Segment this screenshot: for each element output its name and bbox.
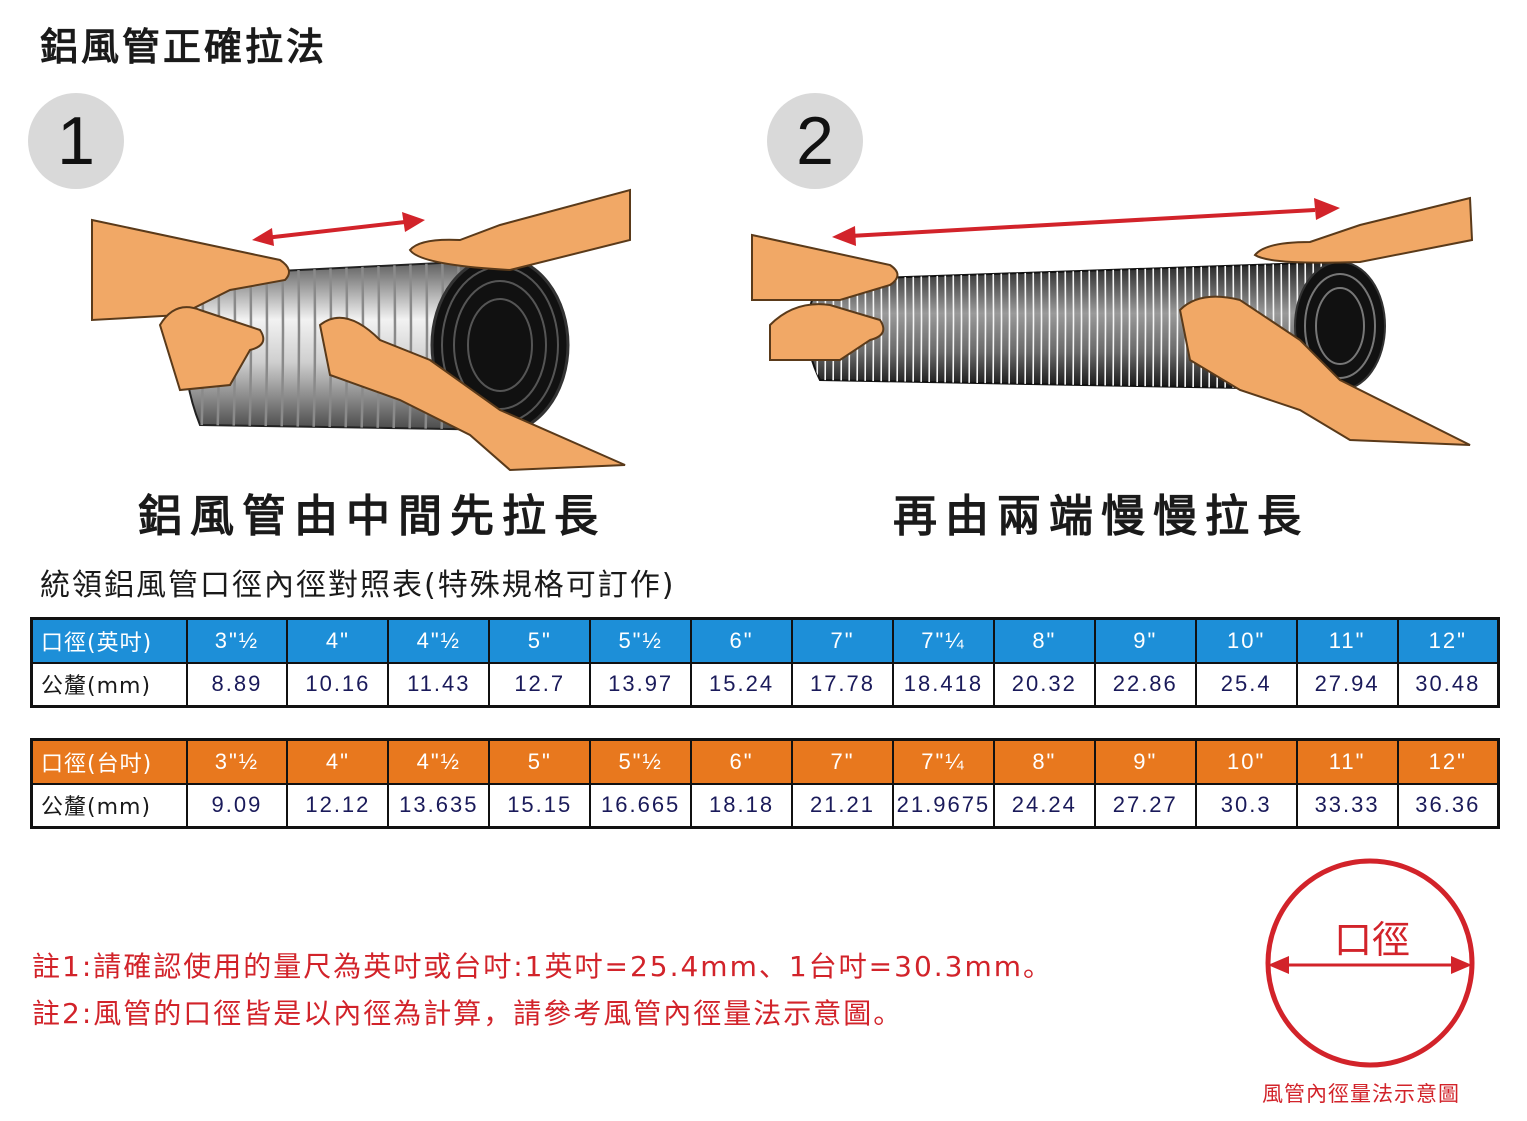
mm-cell: 18.18 (690, 782, 794, 829)
size-cell: 6" (690, 738, 794, 785)
mm-cell: 11.43 (387, 661, 491, 708)
step-2-badge: 2 (767, 93, 863, 189)
mm-cell: 12.12 (286, 782, 390, 829)
size-cell: 8" (992, 738, 1096, 785)
mm-cell: 13.97 (589, 661, 693, 708)
size-cell: 5"½ (589, 738, 693, 785)
mm-cell: 18.418 (891, 661, 995, 708)
mm-cell: 22.86 (1093, 661, 1197, 708)
size-cell: 12" (1396, 617, 1500, 664)
step-1-illustration (91, 188, 631, 472)
inch-mm-label: 公釐(mm) (30, 661, 188, 708)
size-cell: 4" (286, 738, 390, 785)
size-cell: 5"½ (589, 617, 693, 664)
size-cell: 9" (1093, 738, 1197, 785)
mm-cell: 25.4 (1194, 661, 1298, 708)
page-title: 鋁風管正確拉法 (40, 25, 328, 69)
mm-cell: 21.21 (791, 782, 894, 829)
mm-cell: 9.09 (185, 782, 289, 829)
size-cell: 6" (690, 617, 794, 664)
size-cell: 10" (1194, 738, 1298, 785)
mm-cell: 27.94 (1295, 661, 1399, 708)
mm-cell: 13.635 (387, 782, 491, 829)
size-cell: 9" (1093, 617, 1197, 664)
mm-cell: 16.665 (589, 782, 693, 829)
inner-diameter-diagram: 口徑 (1265, 858, 1475, 1068)
mm-cell: 10.16 (286, 661, 390, 708)
mm-cell: 30.3 (1194, 782, 1298, 829)
mm-cell: 8.89 (185, 661, 289, 708)
size-cell: 8" (992, 617, 1096, 664)
mm-cell: 30.48 (1396, 661, 1500, 708)
size-cell: 3"½ (185, 738, 289, 785)
size-cell: 7" (791, 738, 894, 785)
step-2-caption: 再由兩端慢慢拉長 (893, 491, 1309, 542)
step-1-caption: 鋁風管由中間先拉長 (138, 491, 606, 542)
table-title: 統領鋁風管口徑內徑對照表(特殊規格可訂作) (40, 568, 676, 603)
size-cell: 4" (286, 617, 390, 664)
tai-mm-label: 公釐(mm) (30, 782, 188, 829)
note-1: 註1:請確認使用的量尺為英吋或台吋:1英吋=25.4mm、1台吋=30.3mm。 (32, 950, 1054, 983)
mm-cell: 27.27 (1093, 782, 1197, 829)
size-cell: 7" (791, 617, 894, 664)
size-cell: 11" (1295, 617, 1399, 664)
diagram-label: 口徑 (1334, 918, 1410, 962)
mm-cell: 12.7 (488, 661, 592, 708)
step-1-badge: 1 (28, 93, 124, 189)
diagram-caption: 風管內徑量法示意圖 (1262, 1082, 1460, 1106)
size-cell: 12" (1396, 738, 1500, 785)
size-cell: 3"½ (185, 617, 289, 664)
tai-header-label: 口徑(台吋) (30, 738, 188, 785)
size-cell: 5" (488, 738, 592, 785)
size-cell: 4"½ (387, 617, 491, 664)
mm-cell: 33.33 (1295, 782, 1399, 829)
mm-cell: 15.24 (690, 661, 794, 708)
inch-header-label: 口徑(英吋) (30, 617, 188, 664)
size-cell: 11" (1295, 738, 1399, 785)
mm-cell: 21.9675 (891, 782, 995, 829)
step-2-illustration (751, 196, 1474, 446)
mm-cell: 17.78 (791, 661, 894, 708)
size-cell: 7"¼ (891, 738, 995, 785)
note-2: 註2:風管的口徑皆是以內徑為計算，請參考風管內徑量法示意圖。 (32, 997, 904, 1030)
size-cell: 10" (1194, 617, 1298, 664)
mm-cell: 20.32 (992, 661, 1096, 708)
size-cell: 5" (488, 617, 592, 664)
mm-cell: 15.15 (488, 782, 592, 829)
mm-cell: 24.24 (992, 782, 1096, 829)
size-cell: 7"¼ (891, 617, 995, 664)
size-cell: 4"½ (387, 738, 491, 785)
mm-cell: 36.36 (1396, 782, 1500, 829)
